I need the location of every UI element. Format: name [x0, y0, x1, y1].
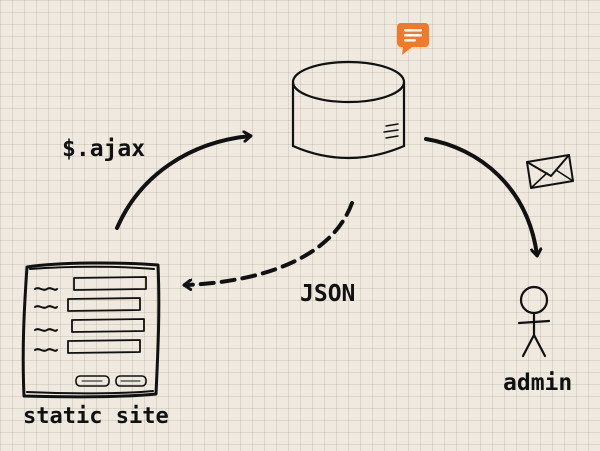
webpage-form-icon [21, 261, 161, 399]
envelope-icon [526, 154, 574, 189]
notify-arrow [424, 137, 537, 255]
comment-icon [397, 23, 429, 55]
database-icon [291, 60, 406, 160]
ajax-label: $.ajax [62, 136, 145, 162]
ajax-arrow [115, 136, 250, 230]
static-site-label: static site [23, 404, 169, 429]
admin-label: admin [503, 370, 572, 396]
json-arrow [185, 201, 354, 285]
json-label: JSON [300, 281, 355, 307]
person-icon [517, 285, 551, 358]
